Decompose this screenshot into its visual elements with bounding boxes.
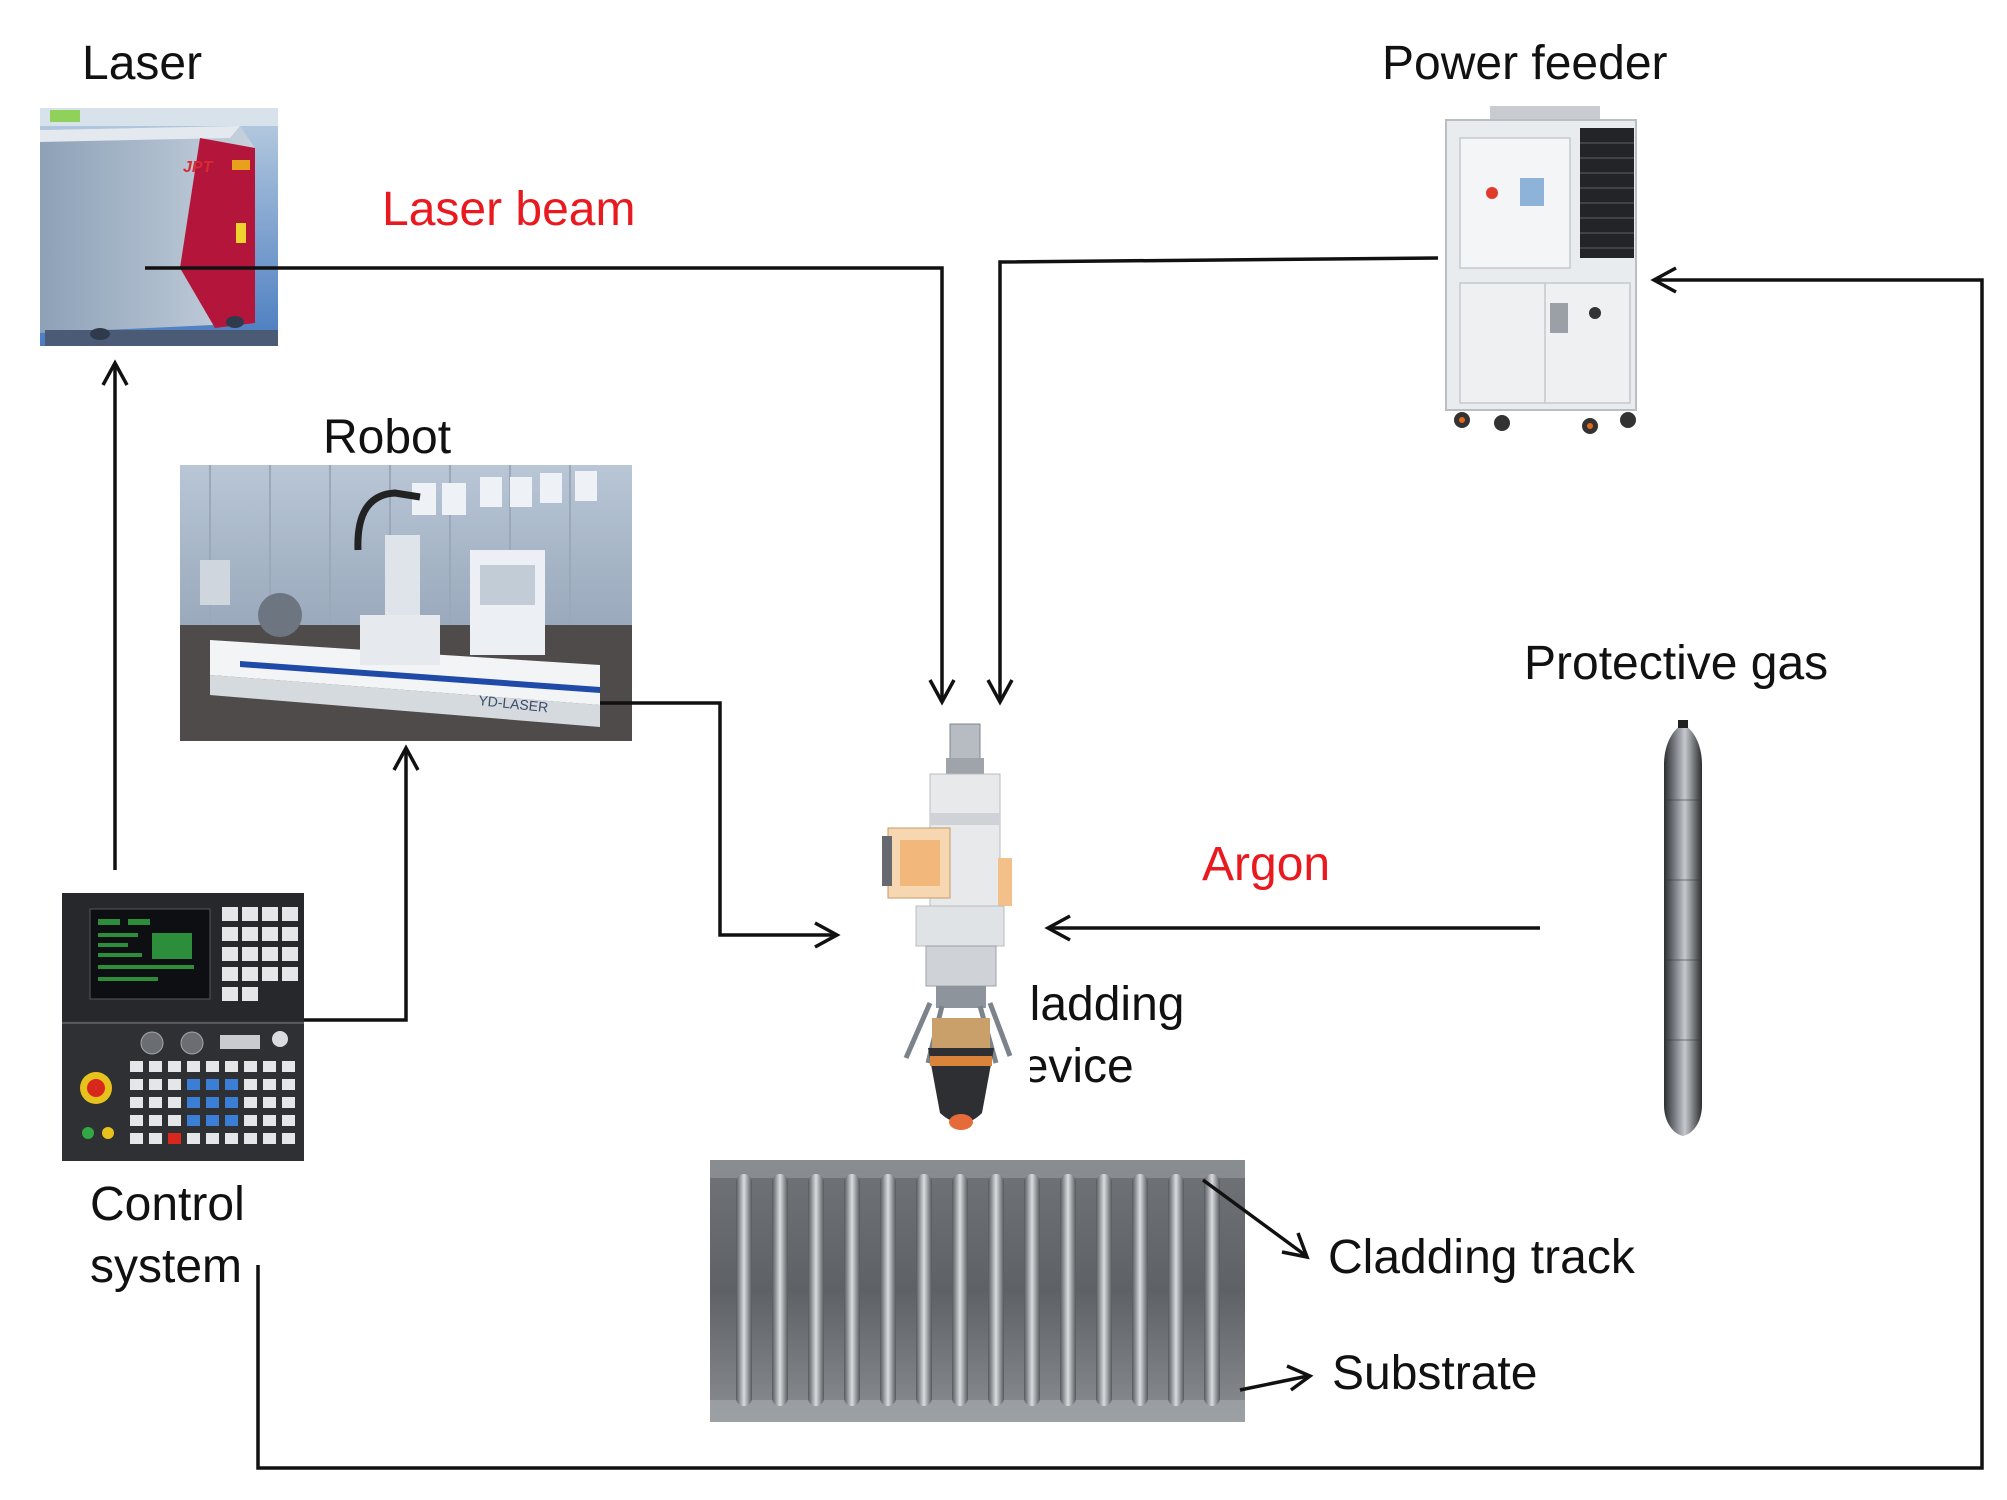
cnc-key xyxy=(282,1079,295,1090)
cnc-key xyxy=(244,1115,257,1126)
cnc-key xyxy=(206,1133,219,1144)
powder-feed-arrow xyxy=(998,256,1439,702)
cladding-track-bead xyxy=(1024,1174,1040,1406)
cnc-key xyxy=(282,1097,295,1108)
laser-source-photo: JPT xyxy=(40,108,278,346)
cnc-key xyxy=(149,1079,162,1090)
cnc-key xyxy=(130,1061,143,1072)
cnc-key xyxy=(130,1115,143,1126)
cnc-key xyxy=(225,1133,238,1144)
cladding-track-label: Cladding track xyxy=(1328,1231,1635,1284)
cnc-key xyxy=(263,1097,276,1108)
substrate-pointer xyxy=(1239,1374,1309,1392)
cnc-key xyxy=(187,1097,200,1108)
laser-beam-arrow xyxy=(145,266,944,700)
control-to-feeder-arrow xyxy=(256,278,1984,1470)
powder-feed-arrowhead xyxy=(986,679,1014,706)
cnc-key xyxy=(187,1115,200,1126)
gas-cylinder-photo xyxy=(1658,720,1708,1140)
cnc-key xyxy=(206,1097,219,1108)
cnc-key xyxy=(282,1061,295,1072)
cnc-key xyxy=(225,1097,238,1108)
cladding-track-bead xyxy=(772,1174,788,1406)
cnc-key xyxy=(244,1061,257,1072)
cladding-track-bead xyxy=(916,1174,932,1406)
cladding-track-bead xyxy=(1132,1174,1148,1406)
power-feeder-label: Power feeder xyxy=(1382,37,1668,90)
cnc-key xyxy=(130,1133,143,1144)
cladding-track-bead xyxy=(1060,1174,1076,1406)
control-system-label-line1: Control xyxy=(90,1178,245,1231)
cnc-key xyxy=(225,1061,238,1072)
robot-photo: YD-LASER xyxy=(180,465,632,741)
cnc-key xyxy=(168,1133,181,1144)
cladding-track-bead xyxy=(808,1174,824,1406)
powder-feeder-photo xyxy=(1440,98,1646,448)
laser-label: Laser xyxy=(82,37,203,90)
control-to-feeder-arrowhead xyxy=(1650,266,1677,294)
cnc-controller-photo xyxy=(62,893,304,1161)
laser-beam-label: Laser beam xyxy=(382,183,636,236)
robot-brand-mark: YD-LASER xyxy=(478,692,549,715)
control-to-robot-arrow xyxy=(304,750,408,1022)
argon-label: Argon xyxy=(1202,838,1331,891)
cnc-key xyxy=(149,1115,162,1126)
cnc-key xyxy=(282,1133,295,1144)
protective-gas-label: Protective gas xyxy=(1524,637,1829,690)
cladding-track-pointer-head xyxy=(1281,1232,1310,1260)
robot-to-head-arrowhead xyxy=(814,921,841,949)
cnc-key xyxy=(168,1079,181,1090)
cladding-track-bead xyxy=(844,1174,860,1406)
cnc-key xyxy=(168,1115,181,1126)
substrate-label: Substrate xyxy=(1332,1347,1538,1400)
laser-brand-mark: JPT xyxy=(183,159,214,176)
cnc-key xyxy=(130,1097,143,1108)
cnc-key xyxy=(225,1079,238,1090)
cladding-track-bead xyxy=(988,1174,1004,1406)
cnc-key xyxy=(168,1097,181,1108)
robot-to-head-arrow xyxy=(600,701,835,937)
cnc-key xyxy=(149,1097,162,1108)
cladding-track-bead xyxy=(880,1174,896,1406)
cnc-key xyxy=(206,1079,219,1090)
cladding-head-photo xyxy=(870,718,1030,1150)
cnc-key xyxy=(263,1061,276,1072)
cnc-key xyxy=(263,1079,276,1090)
cladding-track-bead xyxy=(736,1174,752,1406)
cnc-key xyxy=(244,1097,257,1108)
argon-arrowhead xyxy=(1044,914,1071,942)
robot-label: Robot xyxy=(323,411,452,464)
cladding-track-bead xyxy=(1204,1174,1220,1406)
laser-beam-arrowhead xyxy=(928,679,956,706)
substrate-pointer-head xyxy=(1286,1364,1314,1392)
cnc-key xyxy=(244,1079,257,1090)
cnc-key xyxy=(130,1079,143,1090)
cladding-track-pointer xyxy=(1201,1178,1307,1257)
cladding-track-bead xyxy=(952,1174,968,1406)
cnc-key xyxy=(187,1061,200,1072)
cnc-key xyxy=(263,1133,276,1144)
control-system-label-line2: system xyxy=(90,1240,243,1293)
cnc-key xyxy=(282,1115,295,1126)
cladding-track-bead xyxy=(1096,1174,1112,1406)
cnc-key xyxy=(149,1133,162,1144)
cnc-key xyxy=(149,1061,162,1072)
cnc-key xyxy=(187,1133,200,1144)
cnc-key xyxy=(206,1115,219,1126)
control-to-robot-arrowhead xyxy=(392,744,420,771)
cnc-key xyxy=(244,1133,257,1144)
cnc-key xyxy=(187,1079,200,1090)
cnc-key xyxy=(168,1061,181,1072)
cnc-key xyxy=(263,1115,276,1126)
control-to-laser-arrowhead xyxy=(101,359,129,386)
cladding-sample-photo xyxy=(710,1160,1245,1422)
cnc-key xyxy=(206,1061,219,1072)
cladding-track-bead xyxy=(1168,1174,1184,1406)
cnc-key xyxy=(225,1115,238,1126)
